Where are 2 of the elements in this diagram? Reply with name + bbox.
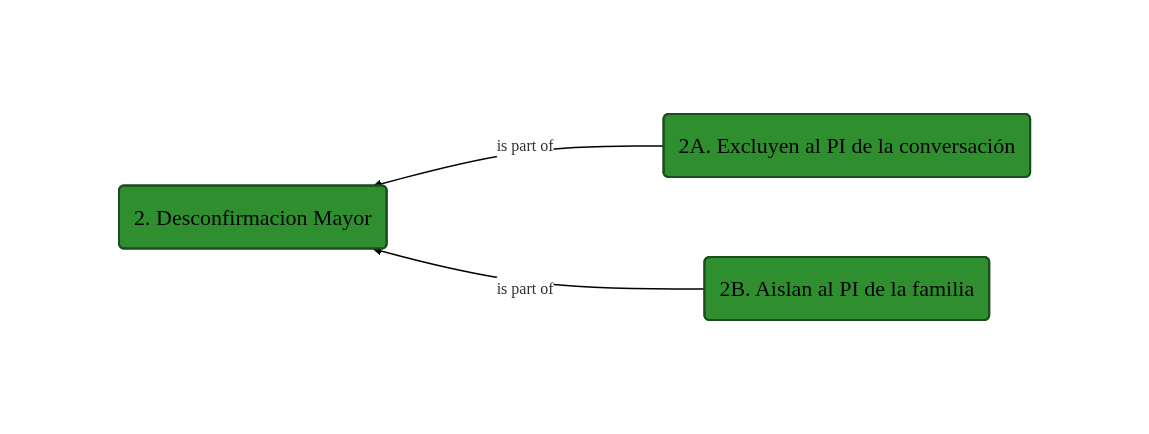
edge-label: is part of <box>496 279 554 297</box>
edge-label: is part of <box>496 136 554 154</box>
